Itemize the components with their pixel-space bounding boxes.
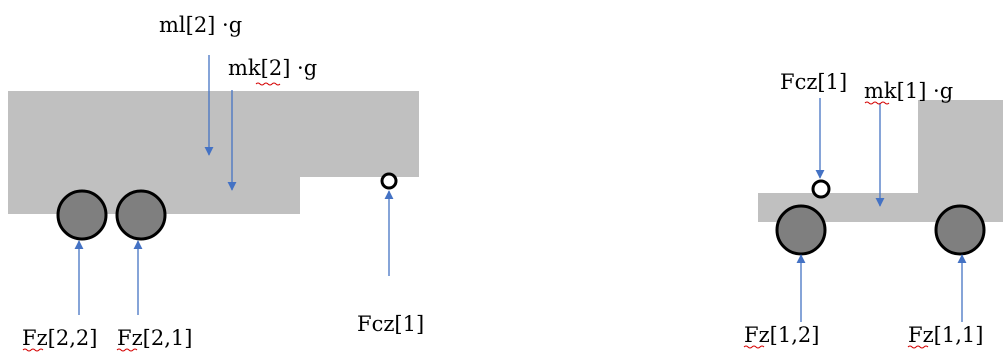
spellcheck-underline bbox=[22, 348, 44, 352]
truck-cab bbox=[918, 100, 1003, 200]
fz12-label: Fz[1,2] bbox=[744, 323, 819, 347]
spellcheck-underline bbox=[743, 345, 765, 349]
trailer-group: ml[2] ·g mk[2] ·g Fcz[1] Fz[2,2] Fz[2,1] bbox=[8, 13, 424, 352]
spellcheck-underline bbox=[907, 345, 929, 349]
fz22-label: Fz[2,2] bbox=[22, 326, 97, 350]
fz21-label: Fz[2,1] bbox=[117, 326, 192, 350]
truck-group: Fcz[1] mk[1] ·g Fz[1,2] Fz[1,1] bbox=[743, 70, 1003, 349]
fz11-label: Fz[1,1] bbox=[908, 323, 983, 347]
spellcheck-underline bbox=[255, 82, 281, 86]
spellcheck-underline bbox=[116, 348, 138, 352]
truck-front-wheel bbox=[934, 204, 986, 256]
truck-fifth-wheel-pin bbox=[811, 179, 831, 199]
ml2-gravity-label: ml[2] ·g bbox=[159, 13, 242, 37]
truck-rear-wheel bbox=[775, 204, 827, 256]
trailer-front-wheel bbox=[115, 189, 167, 241]
trailer-coupling-pin bbox=[380, 172, 398, 190]
mk2-gravity-label: mk[2] ·g bbox=[228, 56, 317, 80]
spellcheck-underline bbox=[864, 101, 890, 105]
fcz1-truck-label: Fcz[1] bbox=[780, 70, 847, 94]
trailer-rear-wheel bbox=[56, 189, 108, 241]
mk1-gravity-label: mk[1] ·g bbox=[864, 79, 953, 103]
fcz1-trailer-label: Fcz[1] bbox=[357, 312, 424, 336]
